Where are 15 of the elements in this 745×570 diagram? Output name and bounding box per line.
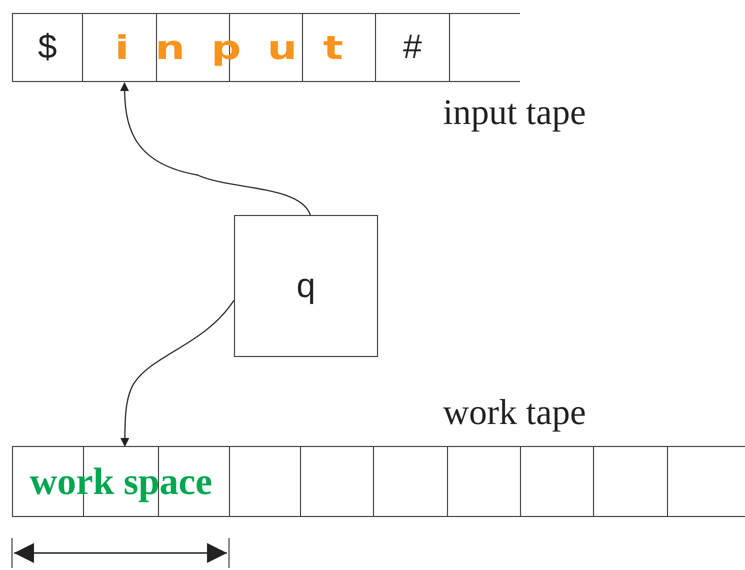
tape-cell: # [375, 13, 449, 82]
state-box: q [234, 215, 378, 357]
tape-cell [520, 446, 593, 517]
tape-cell [667, 446, 745, 517]
tape-cell [300, 446, 373, 517]
tape-cell [373, 446, 447, 517]
tape-cell [447, 446, 520, 517]
tape-cell [229, 446, 300, 517]
tape-label: work tape [443, 391, 586, 433]
tape-cell: $ [12, 13, 82, 82]
arrow [120, 300, 234, 447]
tape-cell [593, 446, 667, 517]
arrow [120, 82, 311, 216]
tape-cell [449, 13, 520, 82]
tape-label: input tape [443, 91, 586, 133]
